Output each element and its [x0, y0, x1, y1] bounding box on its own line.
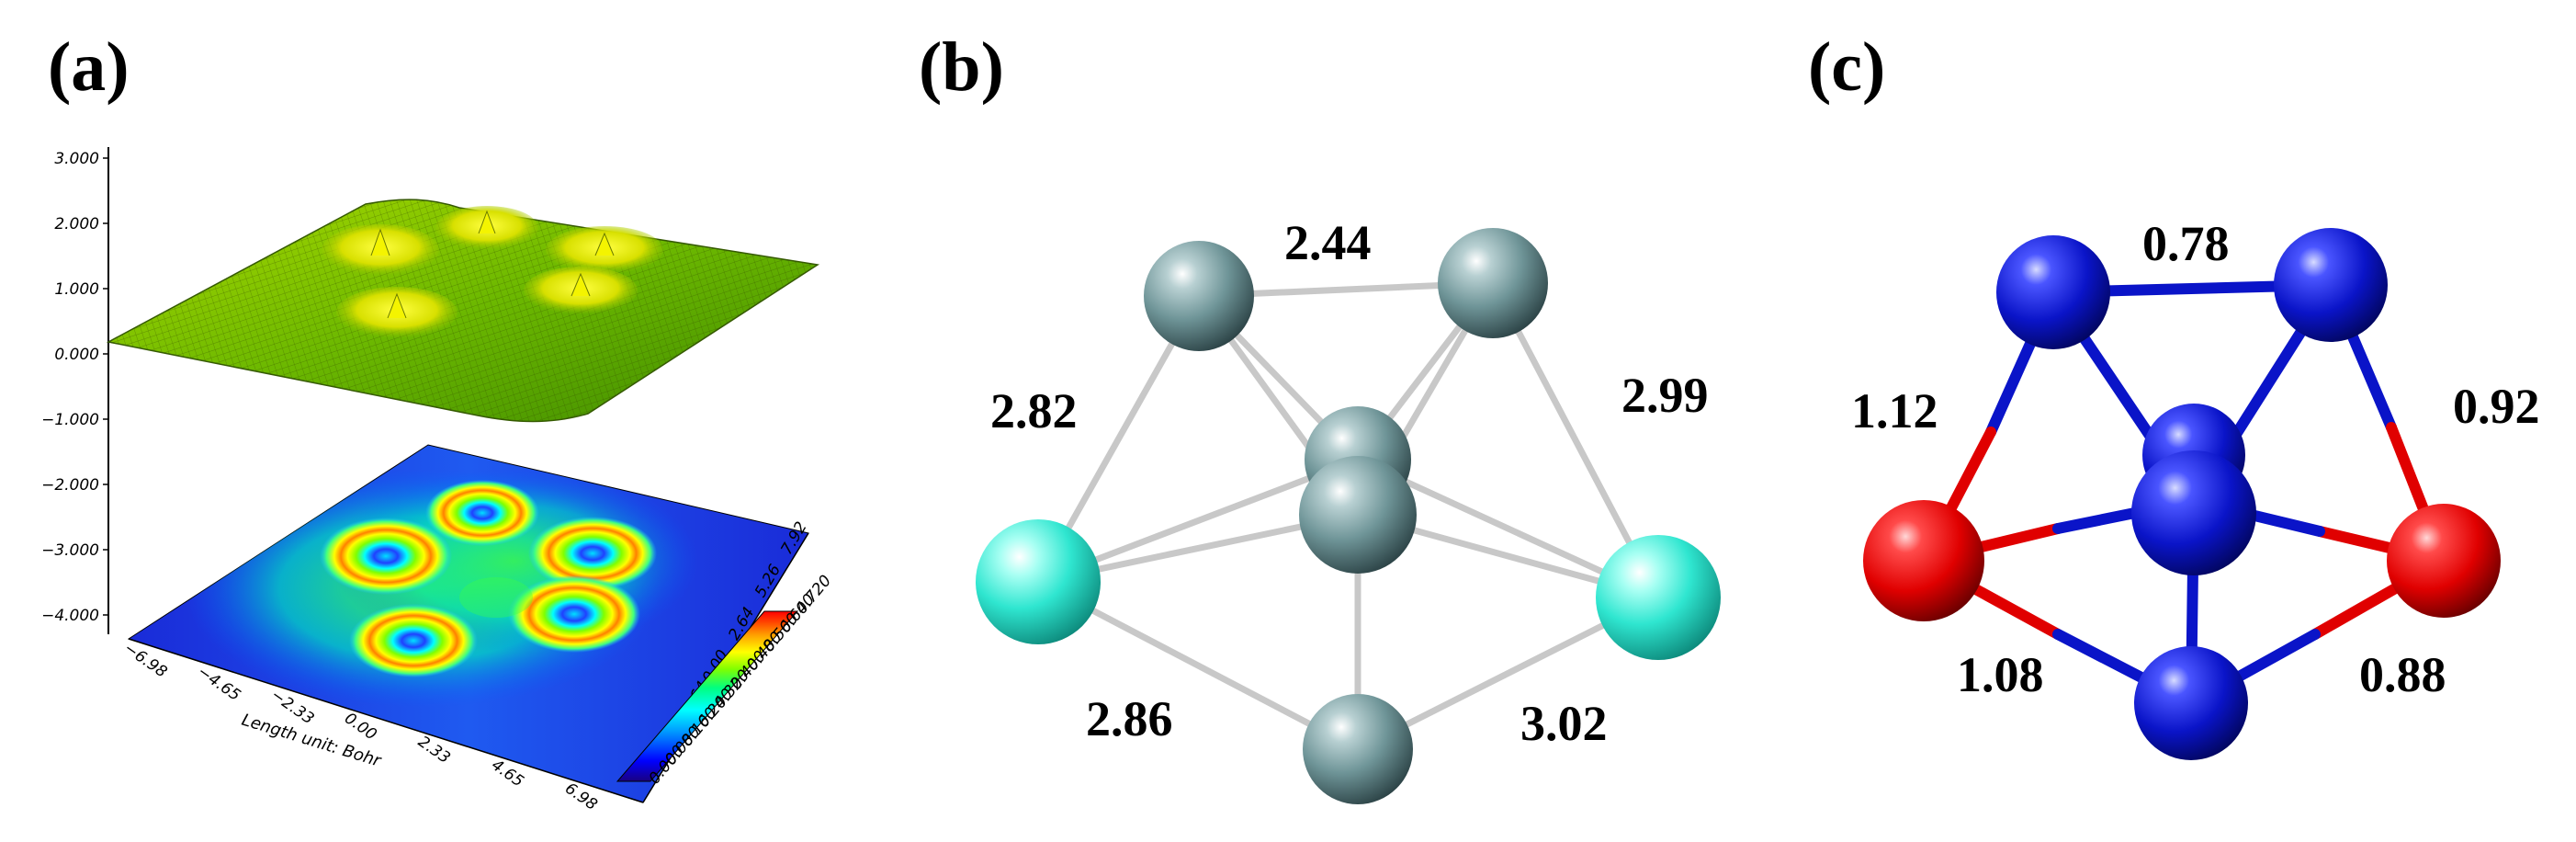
bond-length-right-upper: 2.99	[1621, 368, 1709, 423]
colorbar-tick-label: 0.720	[793, 572, 836, 618]
metal-atom	[1299, 456, 1417, 574]
bond-order-left-lower: 1.08	[1957, 647, 2044, 702]
dopant-atom	[1596, 535, 1721, 660]
z-axis-ticks: 3.000 2.000 1.000 0.000 −1.000 −2.000 −3.000 −4…	[41, 150, 108, 625]
red-atom	[2387, 504, 2501, 618]
bond-length-top: 2.44	[1284, 215, 1372, 270]
dopant-atom	[976, 519, 1101, 644]
bond-length-left-upper: 2.82	[990, 383, 1078, 438]
blue-atom	[2134, 646, 2248, 760]
bond-order-right-lower: 0.88	[2359, 647, 2446, 702]
panel-b-label: (b)	[919, 28, 1004, 106]
z-axis-tick-label: −1.000	[41, 411, 99, 429]
z-axis-tick-label: 3.000	[54, 150, 99, 168]
metal-atom	[1438, 228, 1548, 338]
blue-atom	[2274, 228, 2388, 342]
z-axis-tick-label: −3.000	[41, 541, 99, 560]
z-axis-tick-label: 1.000	[54, 280, 99, 299]
bond-length-right-lower: 3.02	[1520, 696, 1608, 751]
red-atom	[1863, 500, 1984, 621]
z-axis-tick-label: −4.000	[41, 607, 99, 625]
blue-atom	[2131, 450, 2256, 575]
metal-atom	[1303, 694, 1413, 804]
bond-length-left-lower: 2.86	[1086, 691, 1173, 746]
bond-order-top: 0.78	[2142, 216, 2230, 271]
z-axis-tick-label: 2.000	[54, 215, 99, 233]
panel-c-cluster: 0.78 1.12 0.92 1.08 0.88	[1851, 216, 2540, 760]
z-axis-tick-label: 0.000	[54, 346, 99, 364]
bond-order-left-upper: 1.12	[1851, 383, 1938, 438]
z-axis-tick-label: −2.000	[41, 476, 99, 495]
metal-atom	[1144, 241, 1254, 351]
panel-c-label: (c)	[1808, 28, 1886, 106]
bond-order-right-upper: 0.92	[2453, 379, 2540, 434]
blue-atom	[1996, 235, 2110, 349]
panel-b-cluster: 2.44 2.82 2.99 2.86 3.02	[976, 215, 1721, 804]
colormap-projection	[127, 444, 809, 803]
panel-a-plot: 3.000 2.000 1.000 0.000 −1.000 −2.000 −3.000 −4…	[41, 147, 835, 814]
panel-a-label: (a)	[48, 28, 130, 106]
surface-plot	[106, 199, 820, 423]
